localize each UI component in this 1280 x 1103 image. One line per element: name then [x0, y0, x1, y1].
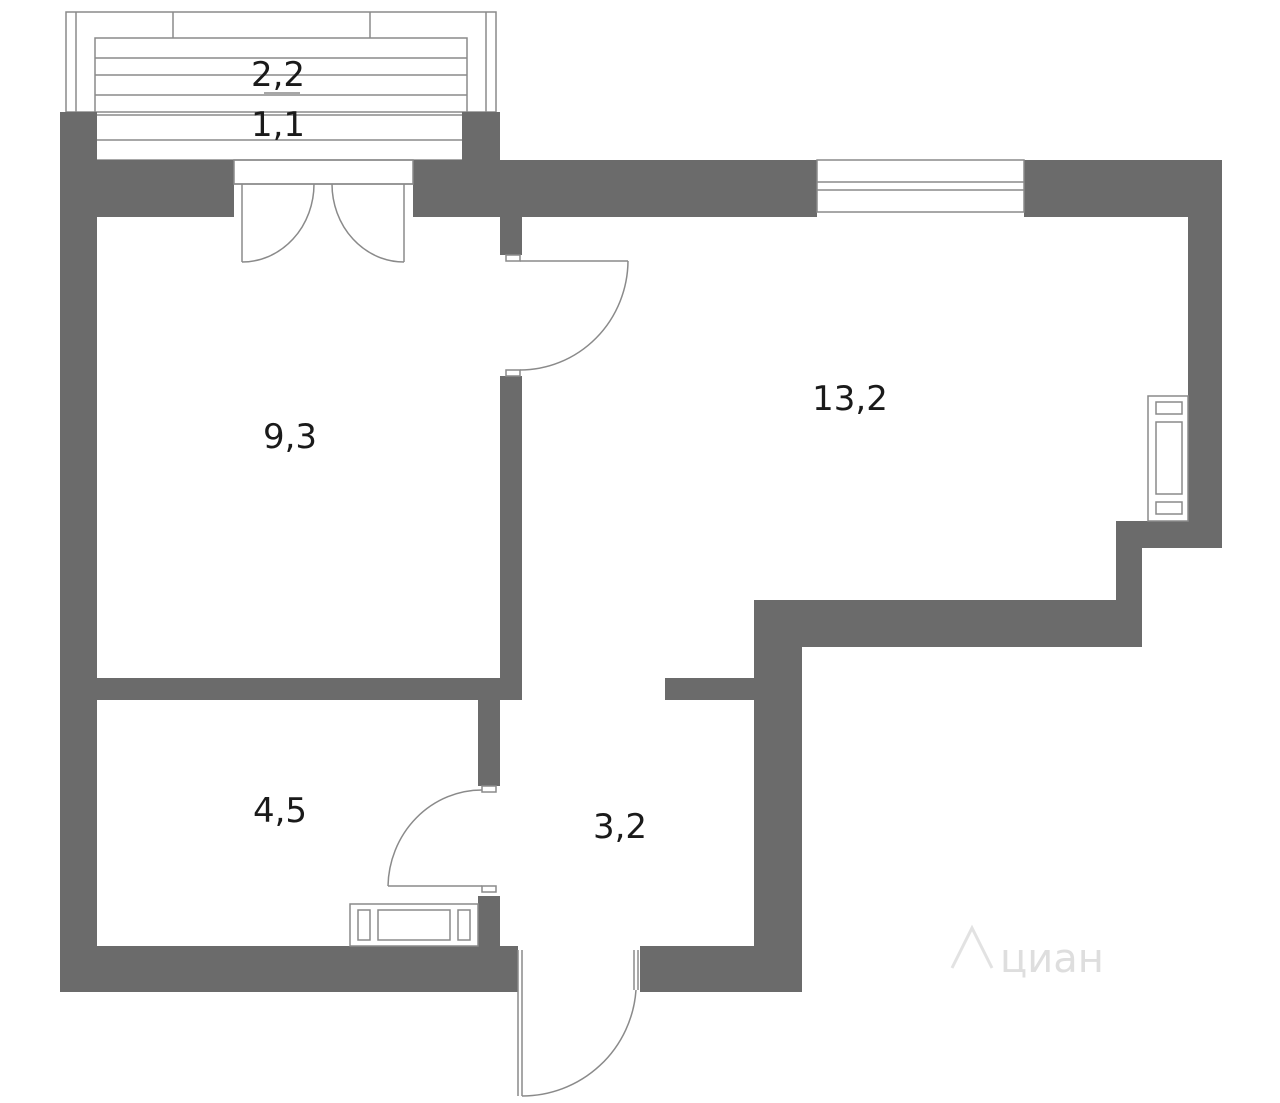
- balcony-door: [233, 159, 414, 263]
- room-2-area: 13,2: [812, 379, 888, 419]
- window-top: [816, 159, 1025, 213]
- watermark-logo-icon: [950, 924, 994, 969]
- balcony-area-total: 2,2: [251, 55, 305, 95]
- watermark-text: циан: [1000, 936, 1104, 982]
- door-bathroom: [387, 785, 497, 893]
- walls: [60, 112, 1222, 992]
- balcony-area-reduced: 1,1: [251, 105, 305, 145]
- door-room-partition: [505, 254, 629, 377]
- balcony-outer-frame: [65, 11, 497, 113]
- radiator-right: [1147, 395, 1189, 522]
- bathroom-area: 4,5: [253, 791, 307, 831]
- room-1-area: 9,3: [263, 417, 317, 457]
- balcony: [65, 11, 497, 161]
- radiator-bathroom: [349, 903, 479, 947]
- hallway-area: 3,2: [593, 807, 647, 847]
- door-entry: [517, 950, 639, 1097]
